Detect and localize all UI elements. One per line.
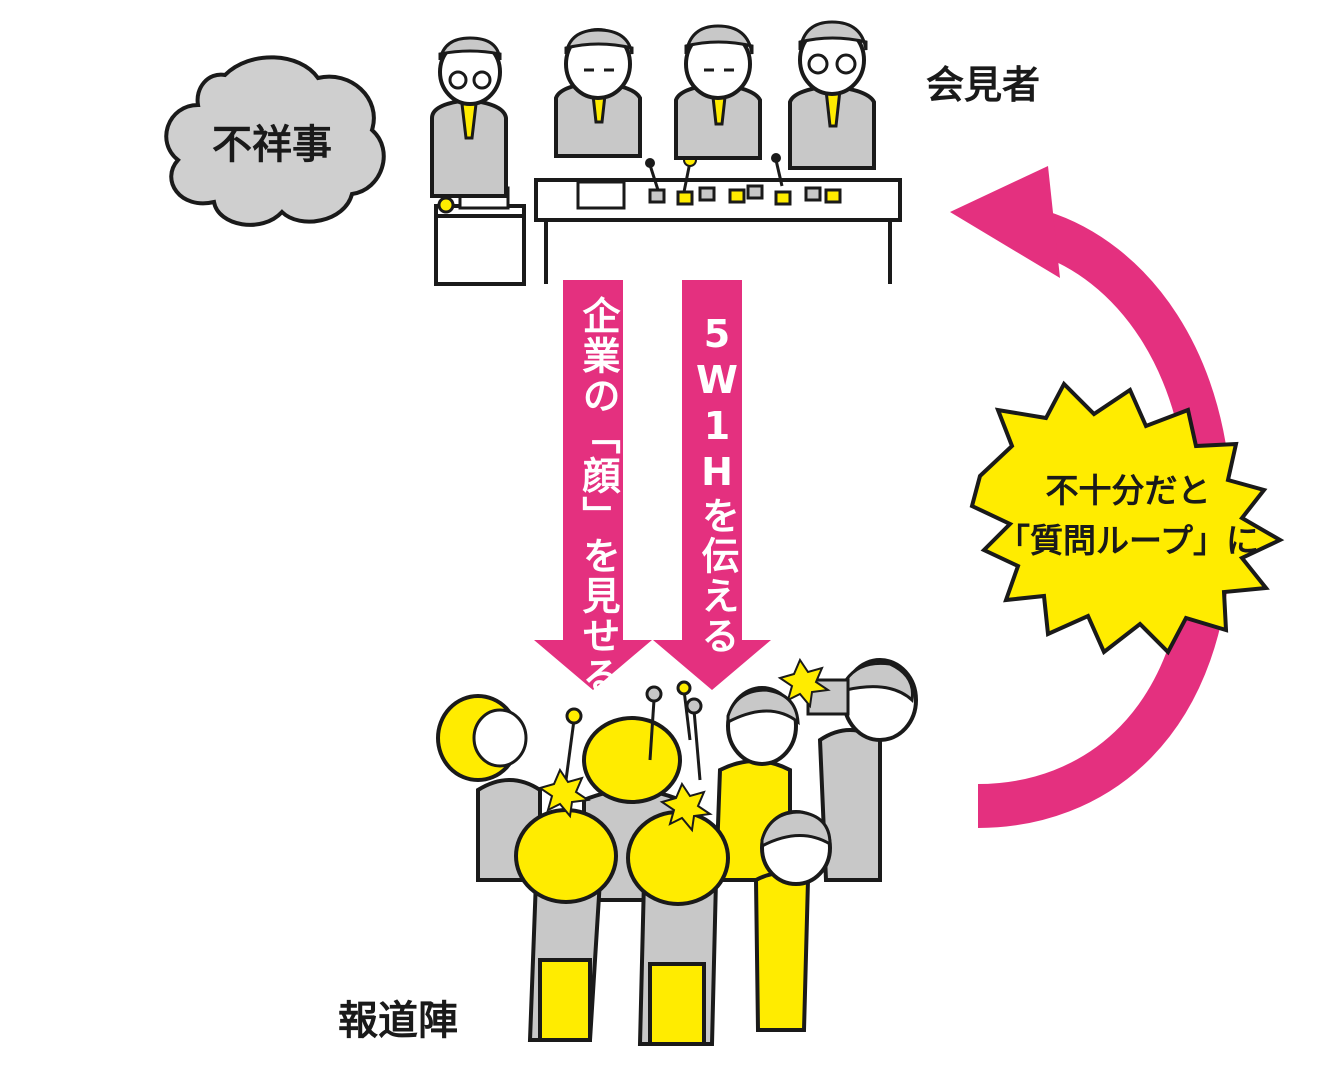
press-label: 報道陣 (338, 998, 458, 1044)
press-table (534, 153, 902, 284)
speaker-1 (430, 36, 508, 198)
burst-line-2: 「質問ループ」に (996, 521, 1260, 560)
speaker-4 (788, 20, 876, 170)
speaker-2 (554, 28, 642, 158)
arrow-corporate-face (534, 280, 652, 690)
arrow-5w1h (653, 280, 771, 690)
scandal-label: 不祥事 (212, 122, 332, 168)
speaker-3 (674, 24, 762, 160)
scandal-cloud (164, 55, 386, 227)
warning-burst (969, 380, 1285, 656)
burst-line-1: 不十分だと (1045, 471, 1211, 510)
press-crowd (436, 657, 918, 1046)
speakers-label: 会見者 (926, 63, 1041, 107)
arrow-right-text: 5W1Hを伝える (695, 312, 739, 656)
arrow-left-text: 企業の「顔」を見せる (576, 296, 620, 696)
